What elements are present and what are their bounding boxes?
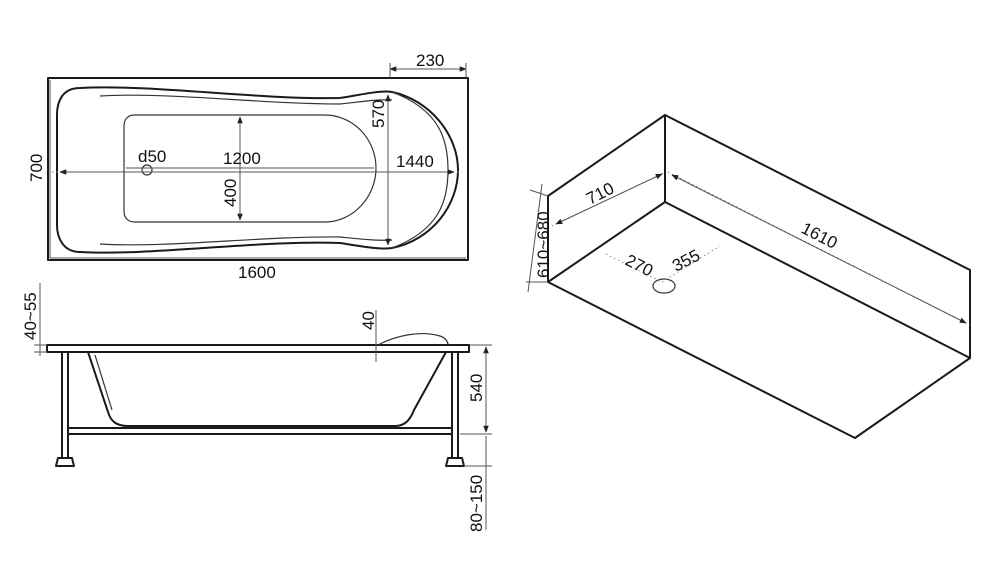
dim-1610-line	[671, 174, 967, 324]
label-80-150: 80~150	[467, 475, 486, 532]
side-view-basin	[87, 351, 447, 427]
label-400: 400	[221, 179, 240, 207]
dim-710-line	[555, 173, 663, 225]
label-1200: 1200	[223, 149, 261, 168]
label-40-55: 40~55	[21, 292, 40, 340]
foot-right	[445, 457, 465, 467]
label-570: 570	[369, 100, 388, 128]
dim-610-680-ext-top	[529, 189, 549, 197]
top-view-bottom-area	[123, 114, 377, 223]
top-view-upper-contour	[99, 94, 393, 105]
drain-hole	[141, 164, 153, 176]
niche-back-wall	[547, 114, 971, 439]
label-540: 540	[467, 374, 486, 402]
label-700: 700	[27, 154, 46, 182]
niche-drain-hole	[652, 278, 676, 294]
label-1600: 1600	[238, 263, 276, 282]
side-view-basin-inner	[94, 354, 113, 411]
label-610-680: 610~680	[534, 211, 553, 278]
dim-610-680-line	[527, 183, 543, 293]
label-40: 40	[359, 311, 378, 330]
niche-drain-guide-x	[605, 253, 663, 283]
side-view-headrest	[377, 333, 449, 346]
label-1610: 1610	[798, 219, 840, 253]
top-view-basin	[56, 86, 459, 254]
side-view-crossbar	[67, 427, 453, 435]
foot-left	[55, 457, 75, 467]
label-710: 710	[583, 179, 617, 209]
label-355: 355	[669, 246, 703, 276]
label-230: 230	[416, 51, 444, 70]
side-view: 40~55 40 540 80~150	[21, 283, 492, 532]
top-view: 230 570 1440 1200 400 d50 700 1600	[27, 51, 469, 282]
side-view-rim	[46, 344, 470, 353]
top-view-outer-rim	[47, 77, 469, 261]
label-1440: 1440	[396, 152, 434, 171]
label-d50: d50	[138, 147, 166, 166]
top-view-lower-contour	[99, 236, 393, 246]
niche-view: 710 1610 610~680 270 355	[526, 114, 971, 439]
